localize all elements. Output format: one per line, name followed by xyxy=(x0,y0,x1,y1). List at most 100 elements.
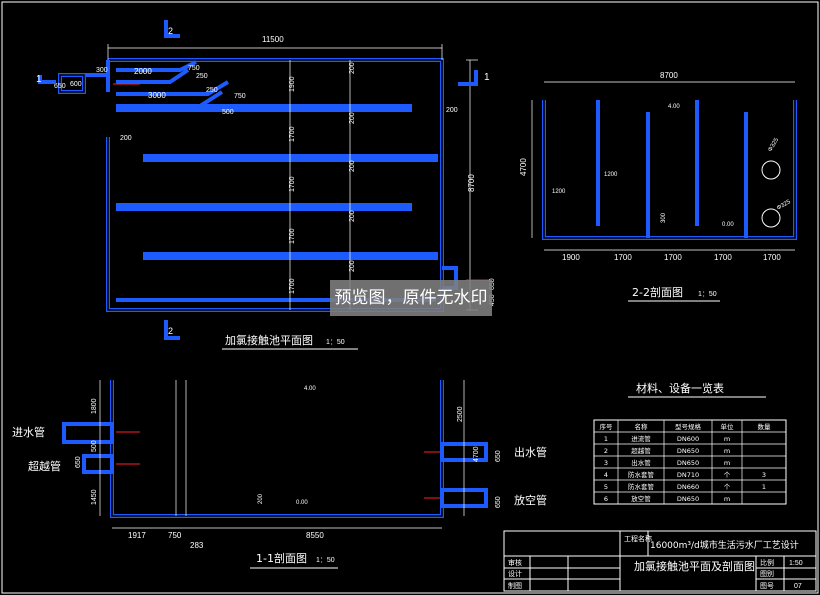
materials-cell: 个 xyxy=(724,471,731,479)
s22-level: 4.00 xyxy=(668,104,680,110)
s11-dim-650: 650 xyxy=(75,456,82,468)
s11-scale: 1：50 xyxy=(316,557,335,564)
plan-dim-left-650: 650 xyxy=(54,83,66,90)
s22-seg-0: 1900 xyxy=(562,253,580,262)
s11-dim-1450: 1450 xyxy=(91,489,98,505)
s11-label-drain: 放空管 xyxy=(514,493,547,507)
s22-dim-height: 4700 xyxy=(519,158,528,176)
s11-title: 1-1剖面图 xyxy=(256,551,307,565)
plan-dim-v-750b: 750 xyxy=(234,93,246,100)
materials-cell: DN710 xyxy=(677,471,699,479)
s11-dim-r650b: 650 xyxy=(495,496,502,508)
section-mark-1-right-label: 1 xyxy=(484,72,490,83)
tb-project-label: 工程名称 xyxy=(624,534,652,543)
section-mark-1-left-label: 1 xyxy=(36,74,42,85)
materials-cell: 个 xyxy=(724,483,731,491)
plan-dim-c-200a: 200 xyxy=(349,62,356,74)
tb-row-0: 审核 xyxy=(508,558,522,567)
section-mark-1-right xyxy=(458,70,478,86)
s11-dim-200: 200 xyxy=(258,493,264,504)
plan-inlet-channel xyxy=(116,60,197,84)
plan-dim-left-600: 600 xyxy=(70,81,82,88)
materials-cell: m xyxy=(724,435,730,443)
s11-dim-8550: 8550 xyxy=(306,531,324,540)
s11-dim-500: 500 xyxy=(91,440,98,452)
materials-cell: 3 xyxy=(604,459,608,467)
plan-dim-out-650: 650 xyxy=(489,278,496,290)
plan-scale: 1：50 xyxy=(326,339,345,346)
plan-baffle-2 xyxy=(143,154,438,162)
s22-pipe-a-label: Φ325 xyxy=(768,137,781,153)
s11-inlet-pipe xyxy=(62,422,114,444)
materials-cell: 防水套管 xyxy=(628,482,655,491)
plan-dim-v-750a: 750 xyxy=(188,65,200,72)
materials-cell: 超越管 xyxy=(631,446,651,455)
plan-dim-mid-1900: 1900 xyxy=(289,76,296,92)
s22-seg-2: 1700 xyxy=(664,253,682,262)
section-mark-2-top-label: 2 xyxy=(168,26,173,36)
materials-cell: 6 xyxy=(604,495,608,503)
s22-pipe-circle-b xyxy=(761,208,781,228)
s11-dim-4700: 4700 xyxy=(473,446,480,462)
plan-dim-v-500: 500 xyxy=(222,109,234,116)
plan-inlet-channel-2 xyxy=(116,80,230,108)
plan-dim-inlet-2000: 2000 xyxy=(134,67,152,76)
section-mark-2-top xyxy=(164,20,180,38)
tb-scale-label: 比例 xyxy=(760,558,774,567)
s11-dim-r650a: 650 xyxy=(495,450,502,462)
title-block: 工程名称 16000m³/d城市生活污水厂工艺设计 加氯接触池平面及剖面图 审核… xyxy=(503,530,817,592)
s22-pipe-b-label: Φ325 xyxy=(776,199,792,212)
plan-dim-sm-250: 250 xyxy=(206,87,218,94)
plan-dim-c-200c: 200 xyxy=(349,160,356,172)
s11-dim-283: 283 xyxy=(190,541,204,550)
s22-outer-wall xyxy=(542,100,797,240)
materials-cell: 3 xyxy=(762,471,766,479)
s11-level-bottom: 0.00 xyxy=(296,500,308,506)
plan-dim-top-total: 11500 xyxy=(262,35,284,44)
materials-header-cell: 单位 xyxy=(721,422,735,431)
materials-header-cell: 数量 xyxy=(758,422,772,431)
section-1-1: 4.00 0.00 1800 500 650 1450 2500 4700 65… xyxy=(12,380,547,569)
s22-scale: 1：50 xyxy=(698,291,717,298)
tb-scale-value: 1:50 xyxy=(789,560,803,567)
s22-dim-300: 300 xyxy=(661,212,667,223)
plan-title: 加氯接触池平面图 xyxy=(225,333,313,347)
s11-dim-1800: 1800 xyxy=(91,398,98,414)
plan-dim-right-200: 200 xyxy=(446,107,458,114)
materials-cell: 5 xyxy=(604,483,608,491)
s22-seg-4: 1700 xyxy=(763,253,781,262)
s11-bypass-pipe xyxy=(82,454,114,474)
materials-cell: DN660 xyxy=(677,483,699,491)
s11-outlet-pipe xyxy=(440,442,488,462)
s22-dim-1200: 1200 xyxy=(552,189,566,195)
materials-title: 材料、设备一览表 xyxy=(636,381,724,395)
s11-drain-pipe xyxy=(440,488,488,508)
plan-baffle-3 xyxy=(116,203,412,211)
section-mark-2-bottom xyxy=(164,320,180,340)
materials-cell: m xyxy=(724,495,730,503)
materials-cell: DN650 xyxy=(677,459,699,467)
s22-baffles xyxy=(596,100,748,238)
materials-header-cell: 型号规格 xyxy=(675,422,702,431)
materials-cell: m xyxy=(724,447,730,455)
plan-dim-right-8700: 8700 xyxy=(467,174,476,192)
materials-cell: 进流管 xyxy=(631,434,651,443)
materials-cell: 防水套管 xyxy=(628,470,655,479)
tb-sheet-label: 图别 xyxy=(760,569,774,578)
s22-seg-1: 1700 xyxy=(614,253,632,262)
materials-cell: 2 xyxy=(604,447,608,455)
section-mark-1-left xyxy=(38,75,56,84)
materials-cell: m xyxy=(724,459,730,467)
materials-cell: DN650 xyxy=(677,447,699,455)
s11-label-inlet: 进水管 xyxy=(12,425,45,439)
s11-outer-wall xyxy=(110,380,444,518)
tb-row-2: 制图 xyxy=(508,581,522,590)
s11-dim-1917: 1917 xyxy=(128,531,146,540)
plan-dim-v-250: 250 xyxy=(196,73,208,80)
s11-dim-2500: 2500 xyxy=(457,406,464,422)
plan-dim-inlet-3000: 3000 xyxy=(148,91,166,100)
s11-label-outlet: 出水管 xyxy=(514,445,547,459)
